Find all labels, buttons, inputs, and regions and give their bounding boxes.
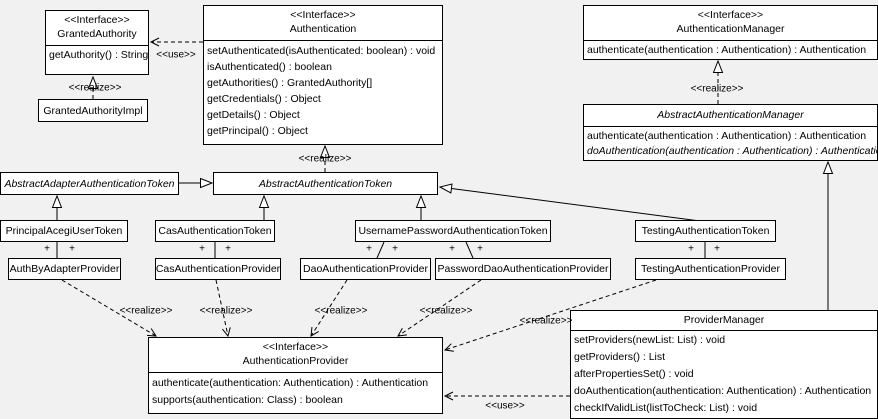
class-name: GrantedAuthorityImpl bbox=[43, 104, 143, 117]
class-abstract-authentication-manager: AbstractAuthenticationManager authentica… bbox=[583, 104, 878, 161]
class-granted-authority: <<Interface>> GrantedAuthority getAuthor… bbox=[45, 10, 149, 75]
class-name: Authentication bbox=[289, 23, 357, 35]
class-testing-authentication-token: TestingAuthenticationToken bbox=[635, 220, 776, 242]
method: doAuthentication(authentication: Authent… bbox=[574, 385, 872, 397]
class-name: AbstractAuthenticationToken bbox=[258, 177, 393, 190]
class-testing-authentication-provider: TestingAuthenticationProvider bbox=[635, 258, 786, 280]
methods-compartment: getAuthority() : String bbox=[46, 45, 148, 65]
label-multiplicity: + bbox=[477, 243, 483, 255]
class-header: ProviderManager bbox=[571, 311, 877, 330]
class-header: <<Interface>> AuthenticationProvider bbox=[149, 338, 442, 372]
class-auth-by-adapter-provider: AuthByAdapterProvider bbox=[8, 258, 121, 280]
class-name: AuthByAdapterProvider bbox=[9, 263, 120, 275]
edge-realize-testingauthenticationprovider bbox=[443, 279, 657, 352]
method: setAuthenticated(isAuthenticated: boolea… bbox=[207, 45, 436, 57]
stereotype-label: <<Interface>> bbox=[290, 9, 356, 21]
class-header: <<Interface>> GrantedAuthority bbox=[46, 11, 148, 45]
stereotype-label: <<Interface>> bbox=[64, 14, 130, 26]
label-realize-authbyadapterprovider: <<realize>> bbox=[119, 305, 173, 317]
method: supports(authentication: Class) : boolea… bbox=[152, 394, 343, 406]
method: getProviders() : List bbox=[574, 351, 666, 363]
stereotype-label: <<Interface>> bbox=[697, 9, 764, 21]
method: getAuthority() : String bbox=[49, 49, 149, 61]
class-name: AuthenticationManager bbox=[676, 23, 785, 35]
label-realize-passworddaoauthenticationprovider: <<realize>> bbox=[419, 305, 473, 317]
label-realize-grantedauthorityimpl: <<realize>> bbox=[68, 82, 122, 94]
edge-realize-casauthenticationprovider bbox=[215, 279, 231, 338]
class-name: CasAuthenticationToken bbox=[158, 225, 272, 237]
label-multiplicity: + bbox=[44, 243, 50, 255]
class-name: ProviderManager bbox=[683, 314, 765, 326]
label-multiplicity: + bbox=[688, 243, 694, 255]
class-authentication-provider: <<Interface>> AuthenticationProvider aut… bbox=[148, 337, 443, 414]
label-multiplicity: + bbox=[449, 243, 455, 255]
method: afterPropertiesSet() : void bbox=[574, 368, 694, 380]
class-cas-authentication-token: CasAuthenticationToken bbox=[155, 220, 275, 242]
class-name: AbstractAuthenticationManager bbox=[657, 109, 804, 121]
class-password-dao-authentication-provider: PasswordDaoAuthenticationProvider bbox=[435, 258, 611, 280]
class-cas-authentication-provider: CasAuthenticationProvider bbox=[155, 258, 281, 280]
edge-realize-authbyadapterprovider bbox=[61, 279, 157, 337]
class-authentication: <<Interface>> Authentication setAuthenti… bbox=[203, 5, 443, 145]
class-header: <<Interface>> AuthenticationManager bbox=[584, 6, 877, 40]
label-realize-casauthenticationprovider: <<realize>> bbox=[199, 305, 253, 317]
methods-compartment: authenticate(authentication : Authentica… bbox=[584, 40, 877, 59]
class-principal-acegi-user-token: PrincipalAcegiUserToken bbox=[0, 220, 128, 242]
method: setProviders(newList: List) : void bbox=[574, 334, 726, 346]
class-abstract-authentication-token: AbstractAuthenticationToken bbox=[213, 172, 438, 195]
label-multiplicity: + bbox=[714, 243, 720, 255]
method: isAuthenticated() : boolean bbox=[207, 61, 332, 73]
class-granted-authority-impl: GrantedAuthorityImpl bbox=[38, 99, 148, 122]
class-provider-manager: ProviderManager setProviders(newList: Li… bbox=[570, 310, 878, 419]
method: authenticate(authentication : Authentica… bbox=[587, 130, 867, 142]
label-realize-daoauthenticationprovider: <<realize>> bbox=[314, 305, 368, 317]
class-name: AbstractAdapterAuthenticationToken bbox=[4, 177, 175, 190]
class-name: DaoAuthenticationProvider bbox=[303, 263, 428, 275]
method: authenticate(authentication: Authenticat… bbox=[152, 377, 429, 389]
label-use-grantedauthority: <<use>> bbox=[156, 49, 196, 61]
class-dao-authentication-provider: DaoAuthenticationProvider bbox=[300, 258, 431, 280]
label-multiplicity: + bbox=[392, 243, 398, 255]
method: authenticate(authentication : Authentica… bbox=[587, 44, 867, 56]
class-abstract-adapter-authentication-token: AbstractAdapterAuthenticationToken bbox=[0, 172, 179, 195]
class-name: CasAuthenticationProvider bbox=[155, 263, 281, 275]
class-authentication-manager: <<Interface>> AuthenticationManager auth… bbox=[583, 5, 878, 60]
methods-compartment: authenticate(authentication: Authenticat… bbox=[149, 372, 442, 411]
edge-assoc-usernamepassword-daoprovider bbox=[376, 241, 385, 259]
class-username-password-authentication-token: UsernamePasswordAuthenticationToken bbox=[355, 220, 551, 242]
edge-extends-testing-token bbox=[438, 183, 701, 222]
methods-compartment: setProviders(newList: List) : void getPr… bbox=[571, 330, 877, 418]
class-name: PasswordDaoAuthenticationProvider bbox=[437, 263, 609, 275]
label-multiplicity: + bbox=[199, 243, 205, 255]
edge-assoc-usernamepassword-passworddaoprovider bbox=[465, 241, 474, 259]
label-use-providermanager: <<use>> bbox=[485, 400, 525, 412]
stereotype-label: <<Interface>> bbox=[262, 341, 329, 353]
class-name: UsernamePasswordAuthenticationToken bbox=[358, 225, 548, 237]
methods-compartment: setAuthenticated(isAuthenticated: boolea… bbox=[204, 40, 442, 141]
class-header: AbstractAuthenticationManager bbox=[584, 105, 877, 126]
class-name: AuthenticationProvider bbox=[242, 355, 349, 367]
class-name: GrantedAuthority bbox=[57, 28, 137, 40]
method: checkIfValidList(listToCheck: List) : vo… bbox=[574, 402, 758, 414]
edge-realize-passworddaoauthenticationprovider bbox=[397, 279, 482, 337]
method: getCredentials() : Object bbox=[207, 93, 321, 105]
method: getPrincipal() : Object bbox=[207, 125, 308, 137]
class-header: <<Interface>> Authentication bbox=[204, 6, 442, 40]
label-multiplicity: + bbox=[225, 243, 231, 255]
method: getDetails() : Object bbox=[207, 109, 300, 121]
label-multiplicity: + bbox=[366, 243, 372, 255]
method: getAuthorities() : GrantedAuthority[] bbox=[207, 77, 373, 89]
label-realize-abstractauthenticationmanager: <<realize>> bbox=[690, 83, 744, 95]
label-realize-abstractauthenticationtoken: <<realize>> bbox=[298, 153, 352, 165]
label-realize-testingauthenticationprovider: <<realize>> bbox=[519, 315, 573, 327]
class-name: PrincipalAcegiUserToken bbox=[5, 225, 123, 237]
method-abstract: doAuthentication(authentication : Authen… bbox=[587, 145, 878, 157]
class-name: TestingAuthenticationToken bbox=[641, 225, 770, 237]
class-name: TestingAuthenticationProvider bbox=[641, 263, 780, 275]
label-multiplicity: + bbox=[69, 243, 75, 255]
methods-compartment: authenticate(authentication : Authentica… bbox=[584, 126, 878, 160]
